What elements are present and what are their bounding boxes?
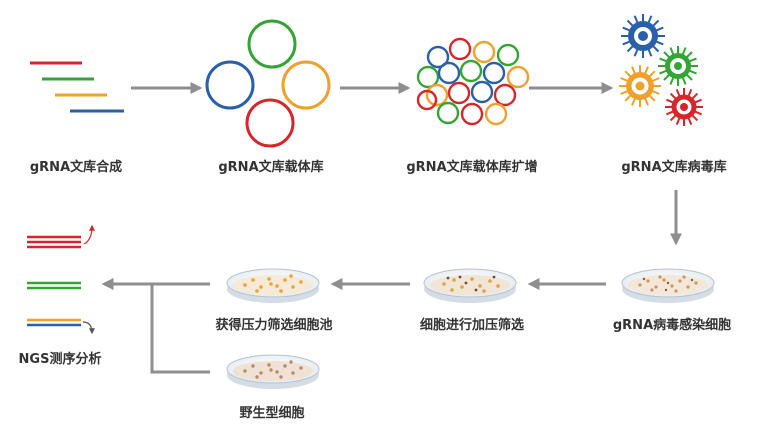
grna-synthesis-lines-icon	[30, 61, 124, 113]
ngs-result-lines-icon	[27, 224, 95, 335]
step-label-wildtype: 野生型细胞	[239, 406, 305, 421]
step-label-cell-pool: 获得压力筛选细胞池	[215, 318, 333, 333]
step-label-vector-library: gRNA文库载体库	[218, 160, 324, 175]
wildtype-connector-line	[150, 284, 210, 374]
amplified-library-rings-icon	[416, 37, 530, 126]
step-label-infection: gRNA病毒感染细胞	[612, 318, 732, 333]
petri-dish-infection-icon	[621, 268, 715, 303]
step-label-ngs: NGS测序分析	[18, 352, 102, 367]
step-label-selection: 细胞进行加压筛选	[419, 318, 525, 333]
step-label-amplification: gRNA文库载体库扩增	[406, 160, 538, 175]
petri-dish-wildtype-icon	[226, 354, 320, 389]
vector-library-rings-icon	[205, 19, 331, 148]
step-label-virus-library: gRNA文库病毒库	[621, 160, 727, 175]
step-label-synthesis: gRNA文库合成	[29, 160, 123, 175]
petri-dish-selection-icon	[423, 268, 517, 303]
petri-dish-pool-icon	[226, 268, 320, 303]
virus-library-icon	[619, 14, 703, 126]
